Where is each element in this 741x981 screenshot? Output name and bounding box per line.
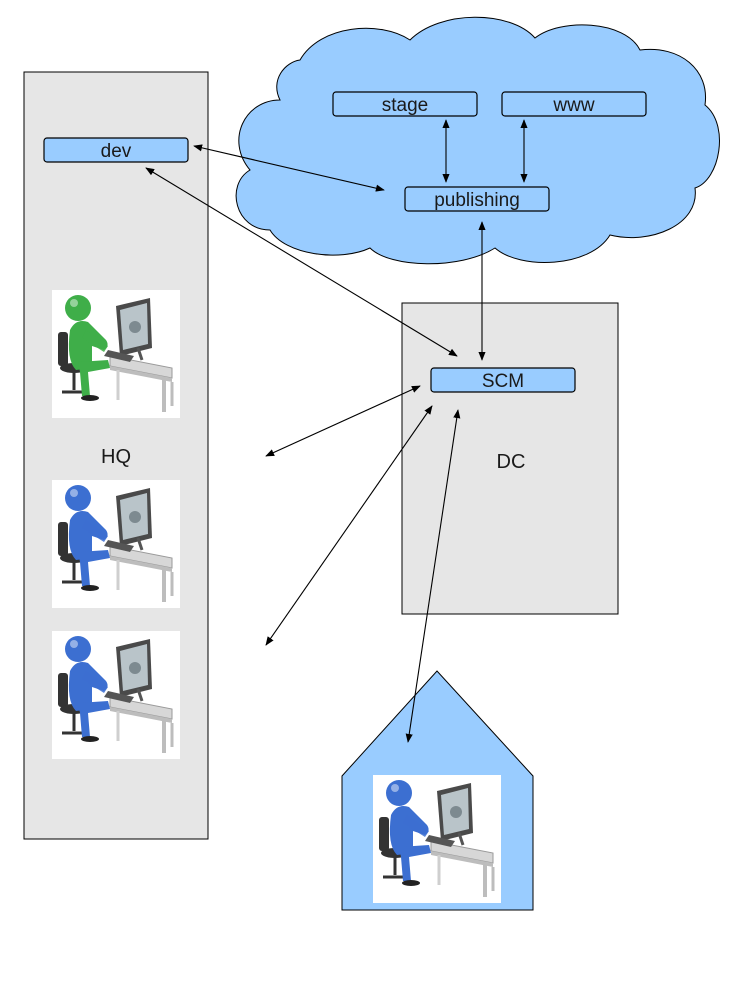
- arrow-hq-user-2-scm: [265, 405, 433, 646]
- www-label: www: [552, 95, 594, 116]
- arrow-hq-user-1-scm: [265, 385, 421, 457]
- user-at-computer-icon: [52, 480, 180, 608]
- user-at-computer-icon: [52, 290, 180, 418]
- hq-label: HQ: [101, 446, 131, 468]
- hq-user-blue-2: [52, 631, 180, 759]
- hq-user-blue-1: [52, 480, 180, 608]
- dev-label: dev: [101, 141, 132, 162]
- connectors: [145, 119, 528, 743]
- stage-label: stage: [382, 95, 428, 116]
- arrow-dev-scm: [145, 167, 458, 357]
- cloud-shape: [235, 16, 720, 265]
- publishing-label: publishing: [434, 190, 520, 211]
- dev-box: [43, 137, 189, 163]
- dc-label: DC: [497, 451, 526, 473]
- hq-user-green: [52, 290, 180, 418]
- arrow-home-scm: [405, 409, 461, 743]
- cloud: [235, 16, 720, 265]
- home-user-blue: [373, 775, 501, 903]
- user-at-computer-icon: [373, 775, 501, 903]
- scm-box: [430, 367, 576, 393]
- www-box: [501, 91, 647, 117]
- stage-box: [332, 91, 478, 117]
- user-at-computer-icon: [52, 631, 180, 759]
- scm-label: SCM: [482, 371, 524, 392]
